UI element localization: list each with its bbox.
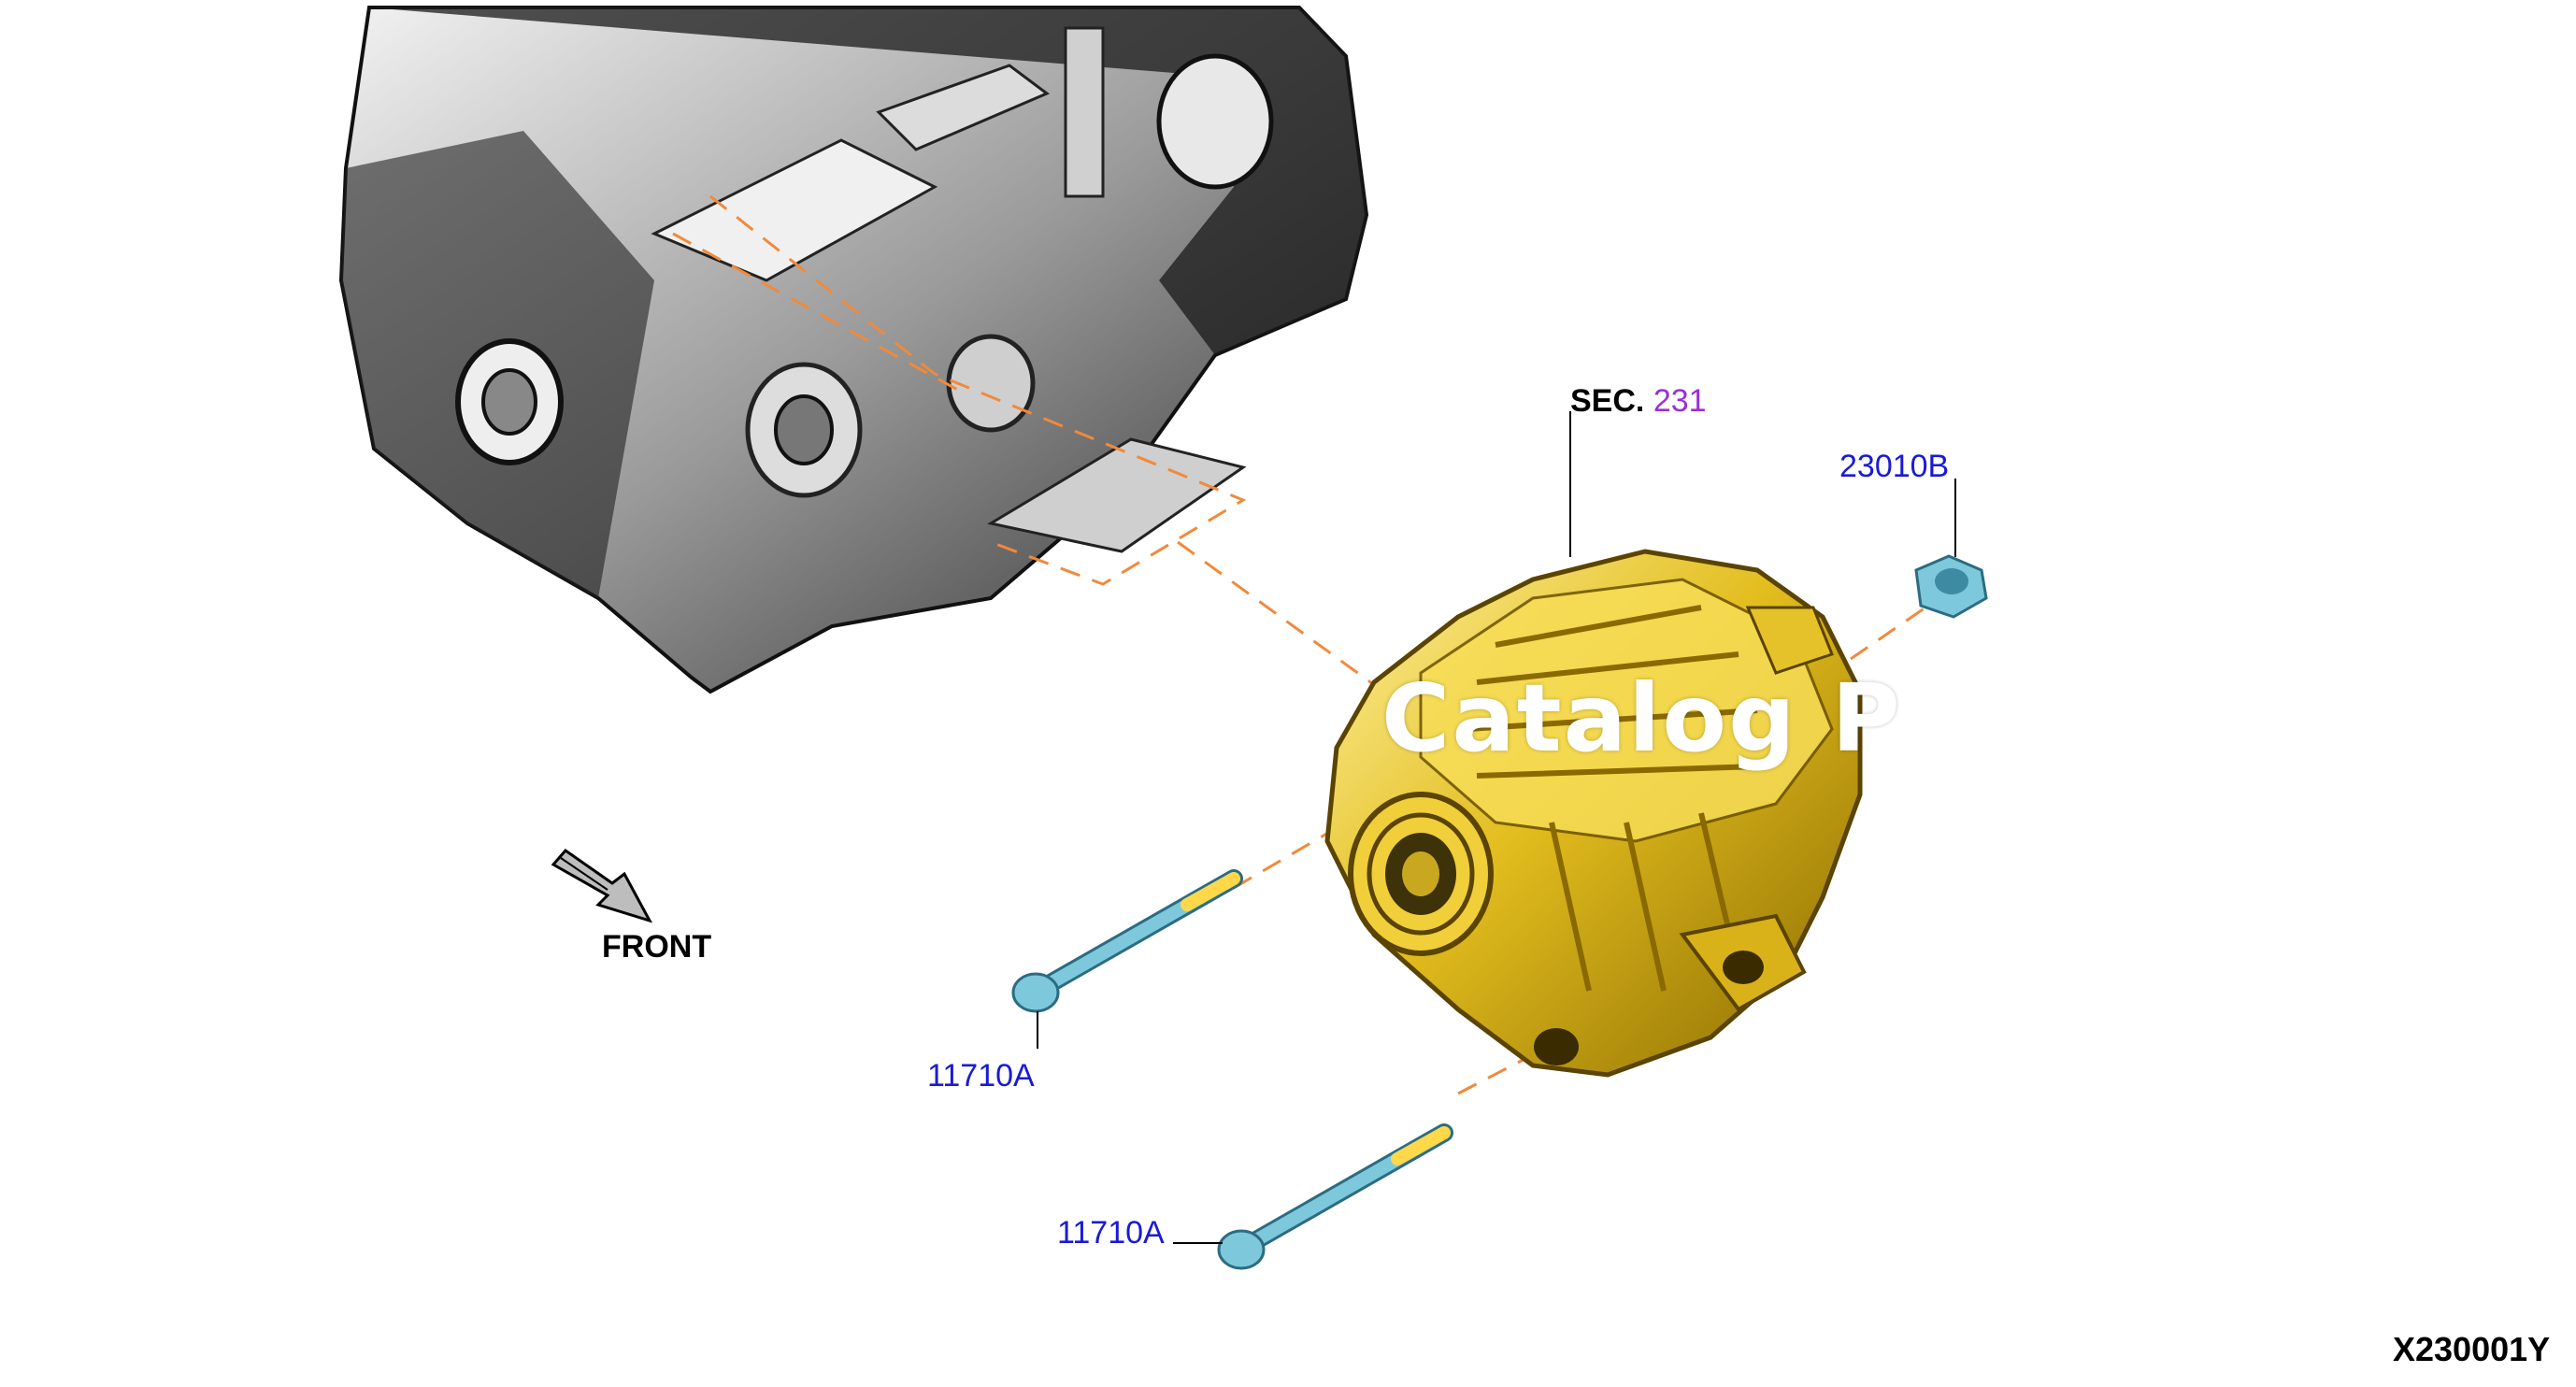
drawing-code: X230001Y bbox=[2393, 1330, 2551, 1368]
callout-leaders bbox=[1037, 411, 1956, 1244]
engine-block bbox=[338, 6, 1369, 694]
front-direction-label: FRONT bbox=[602, 929, 712, 965]
mounting-bolt-upper bbox=[1011, 869, 1243, 1013]
section-reference: SEC. 231 bbox=[1570, 385, 1707, 417]
front-arrow-icon bbox=[551, 848, 653, 923]
part-number-bolt-upper[interactable]: 11710A bbox=[927, 1058, 1035, 1094]
alternator bbox=[1324, 549, 1863, 1078]
part-number-bolt-lower[interactable]: 11710A bbox=[1057, 1215, 1165, 1251]
watermark: Catalog P bbox=[1381, 664, 1902, 773]
section-prefix: SEC. bbox=[1570, 383, 1645, 419]
section-number-link[interactable]: 231 bbox=[1653, 383, 1707, 419]
mounting-bolt-lower bbox=[1217, 1123, 1453, 1270]
part-number-nut[interactable]: 23010B bbox=[1839, 449, 1950, 484]
flange-nut bbox=[1914, 554, 1988, 619]
